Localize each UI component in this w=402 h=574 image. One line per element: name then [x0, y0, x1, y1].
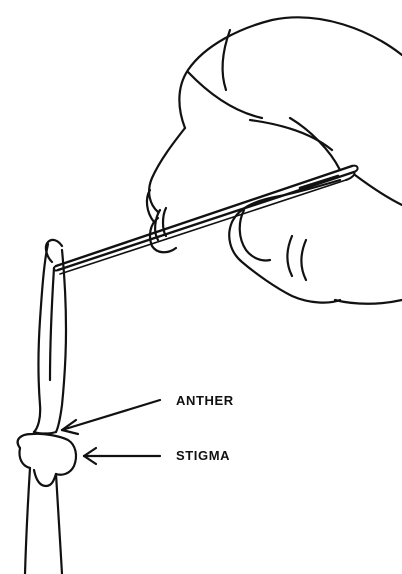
tweezers	[54, 166, 358, 274]
hand-drawing	[147, 17, 402, 303]
anther-label: ANTHER	[176, 393, 234, 408]
anther-arrow	[62, 400, 160, 434]
stigma-arrow	[84, 448, 160, 464]
stigma-drawing	[18, 434, 76, 574]
stigma-label: STIGMA	[176, 448, 230, 463]
